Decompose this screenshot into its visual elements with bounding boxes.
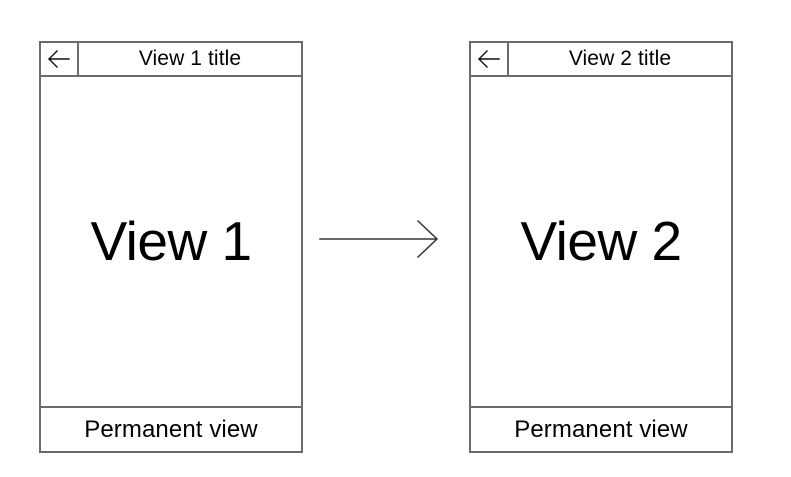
view-frame-2: View 2 title View 2 Permanent view xyxy=(469,41,733,453)
permanent-label-view-2: Permanent view xyxy=(514,415,688,443)
back-button-view-1[interactable] xyxy=(41,43,79,75)
back-button-view-2[interactable] xyxy=(471,43,509,75)
back-arrow-icon xyxy=(476,49,502,69)
right-arrow-icon xyxy=(318,213,442,265)
content-label-view-1: View 1 xyxy=(90,210,252,272)
view-title-2: View 2 title xyxy=(568,47,672,70)
content-area-view-2: View 2 xyxy=(471,77,731,406)
view-title-1: View 1 title xyxy=(138,47,242,70)
title-bar-view-2: View 2 title xyxy=(471,43,731,77)
content-label-view-2: View 2 xyxy=(520,210,682,272)
content-area-view-1: View 1 xyxy=(41,77,301,406)
permanent-bar-view-2: Permanent view xyxy=(471,406,731,451)
permanent-bar-view-1: Permanent view xyxy=(41,406,301,451)
permanent-label-view-1: Permanent view xyxy=(84,415,258,443)
title-bar-view-1: View 1 title xyxy=(41,43,301,77)
view-frame-1: View 1 title View 1 Permanent view xyxy=(39,41,303,453)
back-arrow-icon xyxy=(46,49,72,69)
transition-arrow xyxy=(318,213,442,265)
